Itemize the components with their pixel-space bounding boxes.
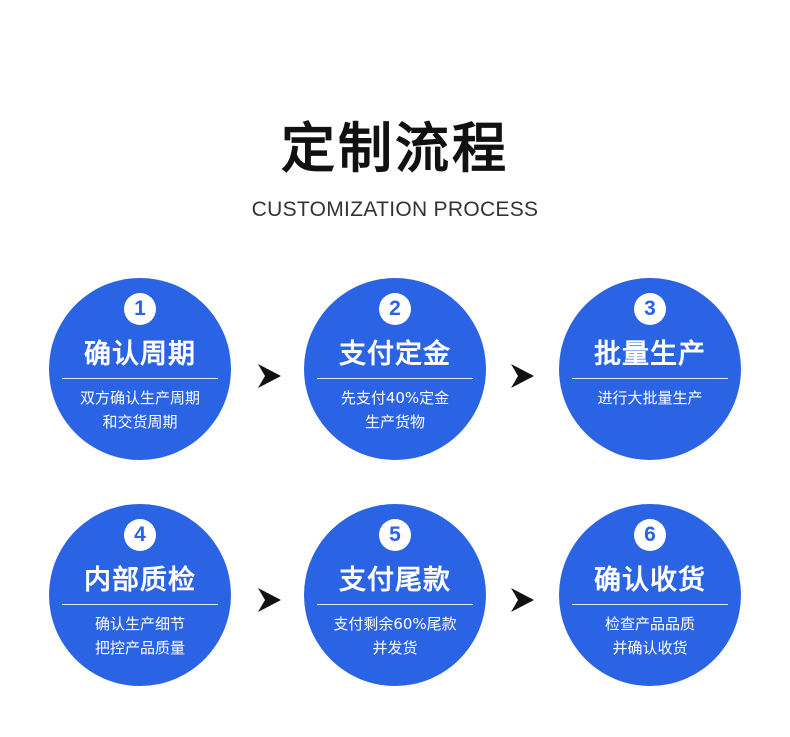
step-4-title: 内部质检 [84,565,196,596]
step-6-number: 6 [634,519,666,551]
step-3-description: 进行大批量生产 [571,386,729,410]
step-1-circle: 1 确认周期 双方确认生产周期 和交货周期 [49,278,231,460]
step-4-circle: 4 内部质检 确认生产细节 把控产品质量 [49,504,231,686]
step-6-divider [572,604,728,605]
arrow-right-icon [258,364,281,388]
page-subtitle: CUSTOMIZATION PROCESS [251,198,539,221]
step-2-number: 2 [379,293,411,325]
step-5-desc-line: 并发货 [372,639,418,657]
arrow-right-icon [511,588,534,612]
step-6-title: 确认收货 [594,565,706,596]
step-2-desc-line: 生产货物 [364,413,425,431]
step-6-desc-line: 检查产品品质 [604,615,695,633]
step-2-title: 支付定金 [339,339,451,370]
step-4-desc-line: 确认生产细节 [94,615,185,633]
step-5-divider [317,604,473,605]
step-6-description: 检查产品品质 并确认收货 [571,612,729,660]
step-2-circle: 2 支付定金 先支付40%定金 生产货物 [304,278,486,460]
step-5-desc-line: 支付剩余60%尾款 [333,615,457,633]
step-5-number: 5 [379,519,411,551]
step-4-number: 4 [124,519,156,551]
step-1-desc-line: 和交货周期 [102,413,178,431]
step-4-divider [62,604,218,605]
arrow-right-icon [258,588,281,612]
step-4-desc-line: 把控产品质量 [94,639,185,657]
page-title: 定制流程 [281,117,509,180]
step-3-divider [572,378,728,379]
step-4-description: 确认生产细节 把控产品质量 [61,612,219,660]
step-3-title: 批量生产 [594,339,706,370]
step-5-circle: 5 支付尾款 支付剩余60%尾款 并发货 [304,504,486,686]
step-6-circle: 6 确认收货 检查产品品质 并确认收货 [559,504,741,686]
step-1-desc-line: 双方确认生产周期 [79,389,200,407]
arrow-right-icon [511,364,534,388]
step-2-description: 先支付40%定金 生产货物 [316,386,474,434]
step-3-desc-line: 进行大批量生产 [597,389,703,407]
step-1-divider [62,378,218,379]
step-1-number: 1 [124,293,156,325]
step-1-description: 双方确认生产周期 和交货周期 [61,386,219,434]
step-1-title: 确认周期 [84,339,196,370]
step-2-desc-line: 先支付40%定金 [340,389,450,407]
step-5-title: 支付尾款 [339,565,451,596]
step-3-number: 3 [634,293,666,325]
step-5-description: 支付剩余60%尾款 并发货 [316,612,474,660]
step-6-desc-line: 并确认收货 [612,639,688,657]
step-2-divider [317,378,473,379]
step-3-circle: 3 批量生产 进行大批量生产 [559,278,741,460]
